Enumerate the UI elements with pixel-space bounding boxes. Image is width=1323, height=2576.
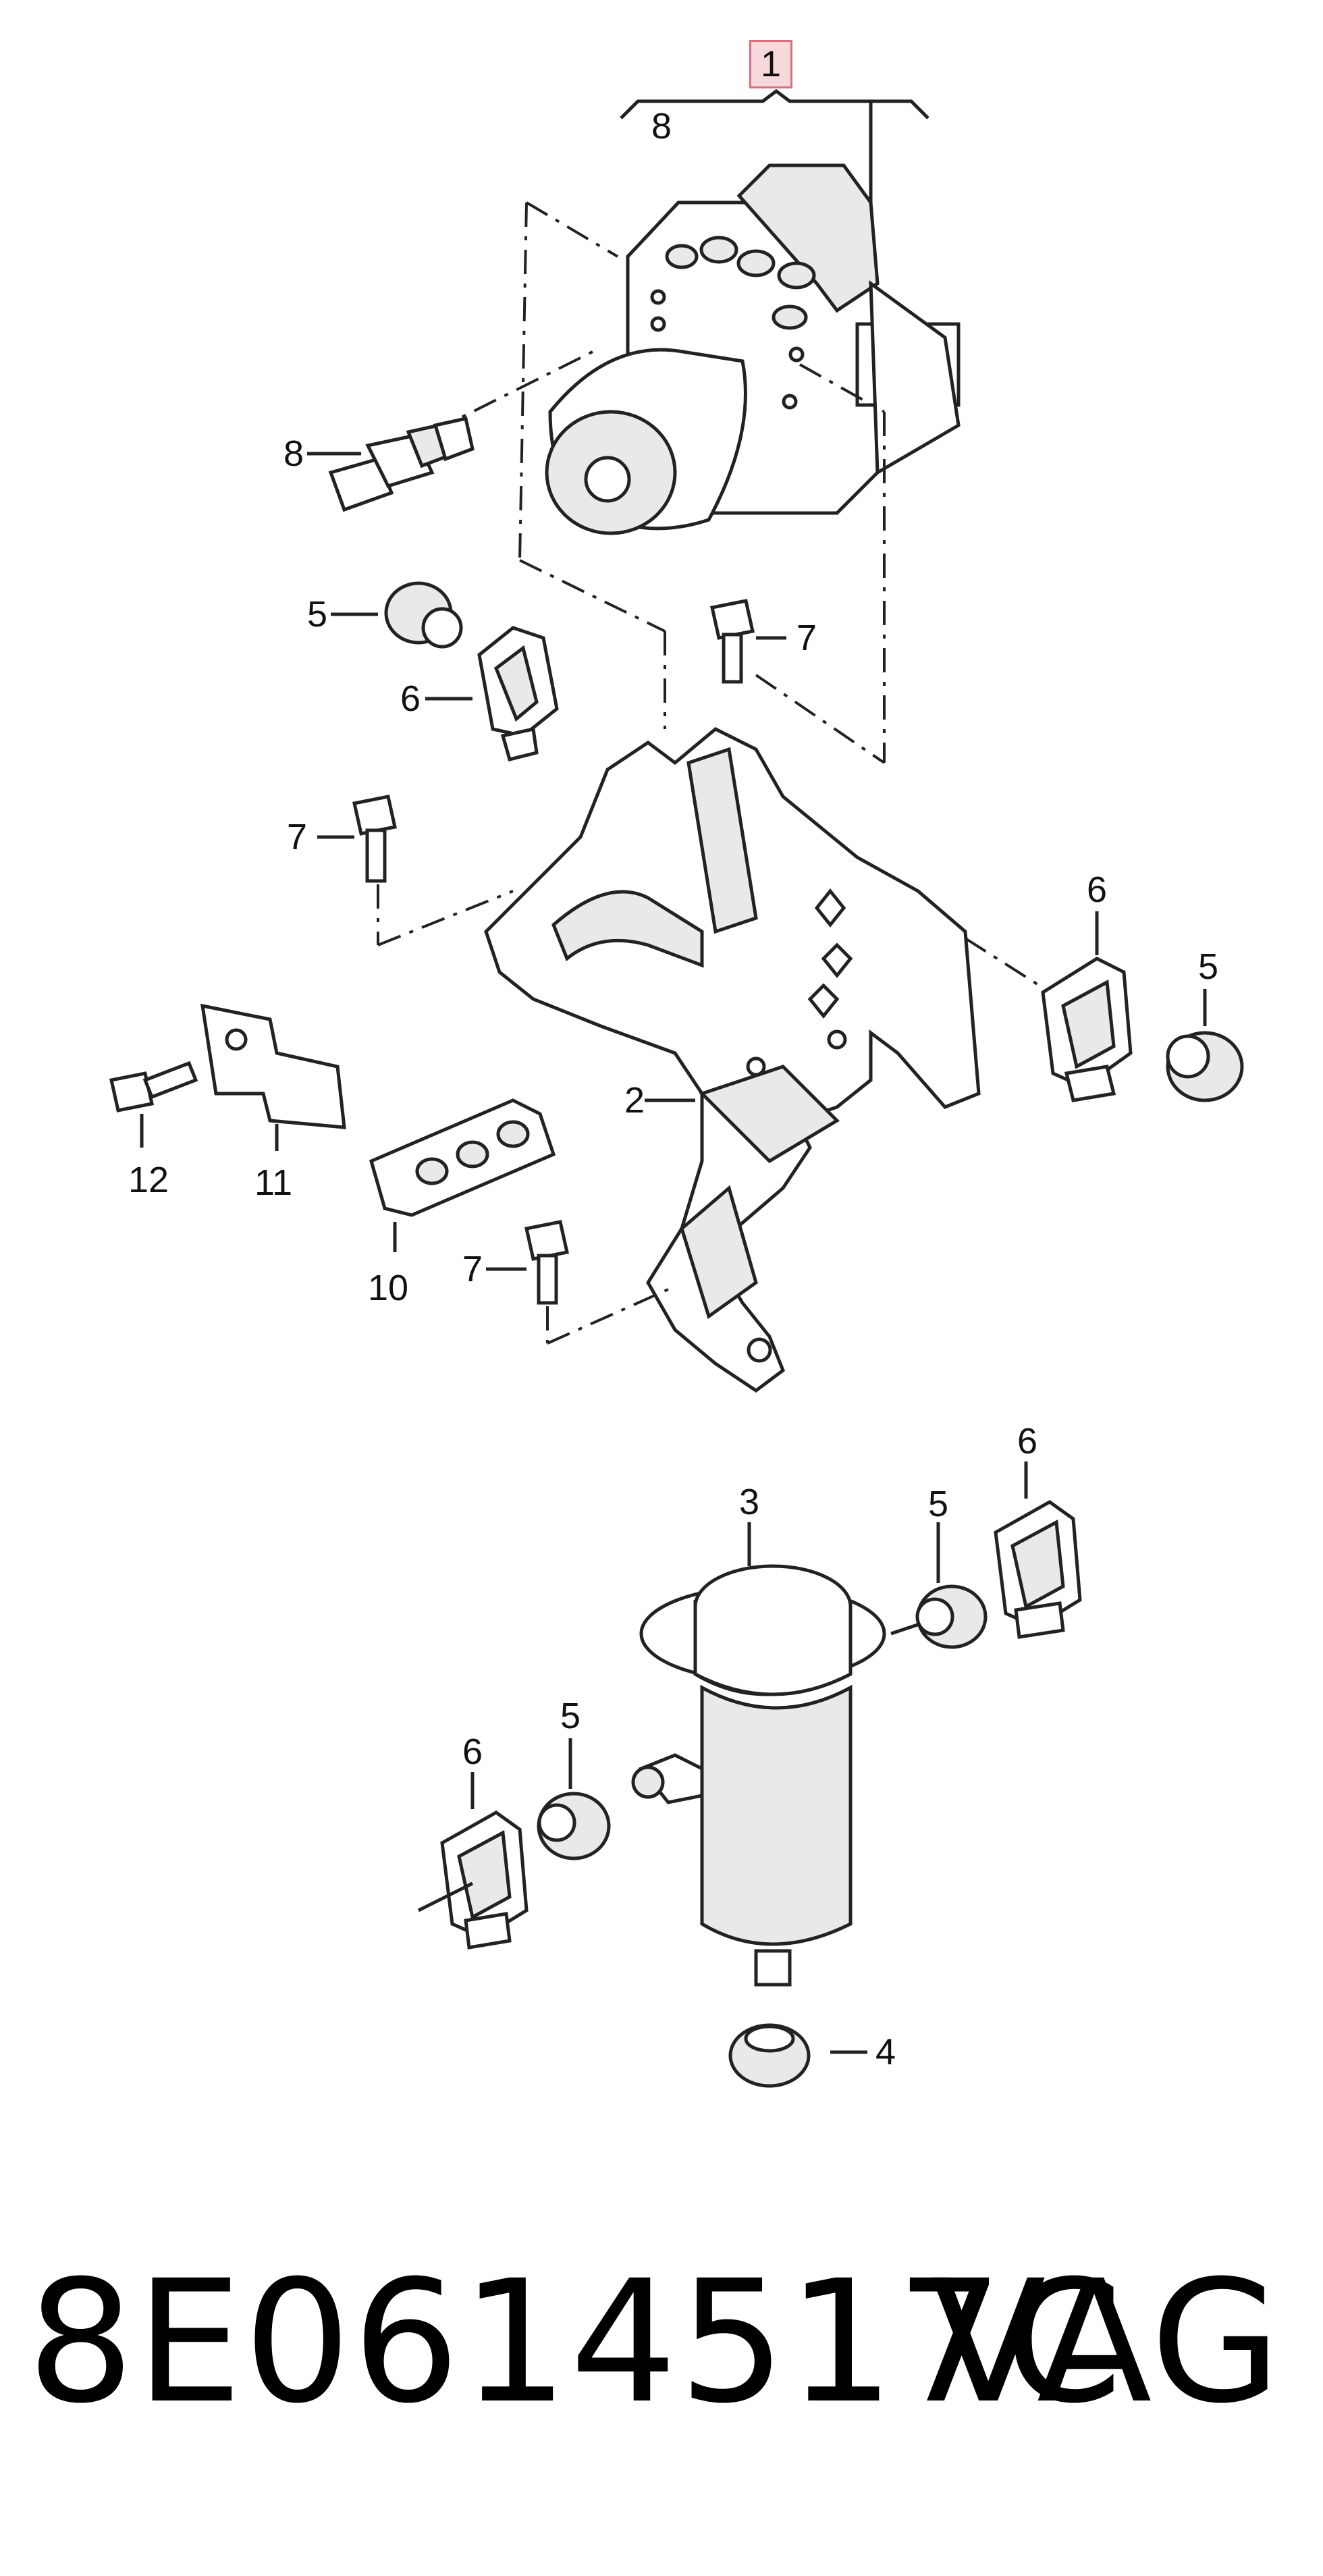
callout-pump-grommet: 4 [875,2032,896,2072]
callout-sensor: 8 [283,433,304,474]
clip-pump-left [440,1810,529,1950]
clip-top-left [477,626,559,762]
part-number-caption: 8E0614517C VAG [27,2258,1296,2427]
callout-grommet-top-left: 5 [306,594,328,635]
clip-right [1041,957,1133,1102]
callout-clip-right: 6 [1086,869,1108,910]
brand-name: VAG [930,2244,1282,2440]
callout-bolt-12: 12 [128,1160,169,1200]
callout-clip-pump-left: 6 [462,1732,483,1772]
callout-clip-pump-right: 6 [1017,1421,1038,1461]
abs-hydraulic-unit [545,163,961,535]
callout-holder-10: 10 [367,1268,409,1308]
callout-bolt-top: 7 [796,618,817,658]
clip-pump-left-line [417,1881,474,1912]
pump-grommet [728,2023,811,2088]
bolt-left-dash-2 [377,890,514,946]
callout-bolt-bottom: 7 [462,1249,483,1289]
part-number: 8E0614517C [27,2244,1124,2440]
bolt-top [710,599,755,684]
callout-abs-unit[interactable]: 1 [749,40,793,88]
callout-bracket: 2 [624,1080,645,1121]
vacuum-pump [631,1564,932,1987]
clip-right-dash [964,937,1041,987]
bracket-11 [200,1003,346,1129]
callout-clip-top-left: 6 [400,678,421,719]
mounting-bracket [484,727,981,1393]
pressure-sensor [328,417,475,512]
clip-pump-right [994,1500,1082,1639]
abs-mount-dash-lines [431,201,886,764]
grommet-pump-left [537,1792,611,1860]
callout-grommet-pump-left: 5 [560,1696,581,1736]
grommet-right [1166,1031,1244,1102]
grommet-top-left [384,581,463,649]
callout-grommet-right: 5 [1197,946,1219,987]
bolt-bottom-dash-2 [547,1288,669,1345]
leader-lines [140,452,1207,2054]
callout-bracket-11: 11 [254,1162,293,1203]
bolt-left [352,795,397,883]
bolt-bottom [524,1220,569,1305]
holder-10 [369,1098,556,1217]
callout-grommet-pump-right: 5 [927,1484,949,1524]
callout-abs-group: 8 [651,106,672,146]
grommet-pump-right [915,1584,988,1649]
callout-pump: 3 [738,1482,760,1522]
bolt-12 [109,1061,198,1112]
callout-bolt-left: 7 [286,817,308,857]
